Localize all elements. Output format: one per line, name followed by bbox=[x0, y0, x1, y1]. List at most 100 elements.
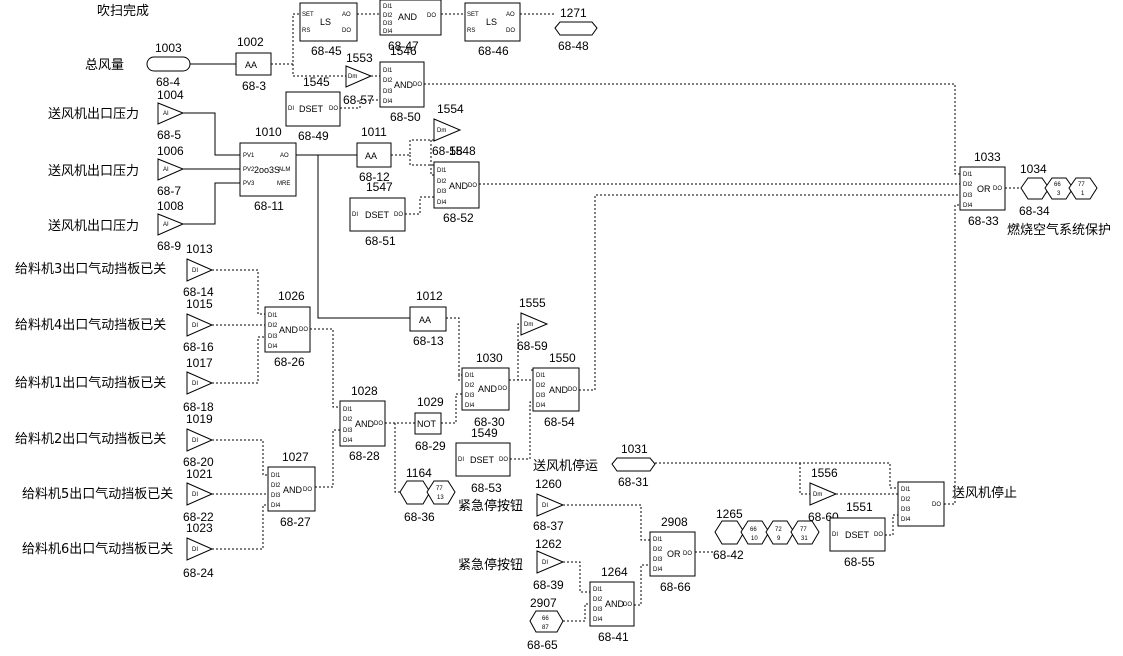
signal-feeder-5: 给料机5出口气动挡板已关 1021 DI 68-22 bbox=[22, 467, 214, 524]
svg-text:RS: RS bbox=[302, 28, 310, 34]
svg-text:ALM: ALM bbox=[278, 167, 290, 173]
svg-text:1265: 1265 bbox=[716, 507, 743, 521]
svg-text:Dm: Dm bbox=[348, 74, 357, 80]
svg-text:送风机停运: 送风机停运 bbox=[533, 458, 598, 474]
block-not-1029: 1029 NOT 68-29 bbox=[414, 395, 446, 453]
svg-text:AND: AND bbox=[394, 80, 414, 90]
svg-text:68-16: 68-16 bbox=[183, 340, 214, 354]
hex-1265: 1265 66 10 72 9 77 31 68-42 bbox=[713, 507, 820, 562]
svg-text:68-48: 68-48 bbox=[558, 39, 589, 53]
block-and-1027: 1027 DI1 DI2 DI3 DI4 AND DO 68-27 bbox=[267, 450, 316, 529]
signal-feeder-3: 给料机3出口气动挡板已关 1013 DI 68-14 bbox=[15, 242, 214, 299]
svg-text:DI3: DI3 bbox=[268, 334, 278, 340]
pill-input-shape bbox=[146, 56, 191, 72]
svg-text:DSET: DSET bbox=[845, 530, 870, 540]
svg-text:DI3: DI3 bbox=[383, 89, 393, 95]
svg-text:DI1: DI1 bbox=[536, 373, 546, 379]
hex-ref-1034-a2: 3 bbox=[1057, 191, 1061, 197]
svg-text:DI2: DI2 bbox=[465, 383, 475, 389]
hex-ref-1034-a1: 66 bbox=[1054, 182, 1061, 188]
svg-text:DSET: DSET bbox=[299, 104, 324, 114]
svg-text:DO: DO bbox=[993, 186, 1002, 192]
svg-text:68-46: 68-46 bbox=[478, 44, 509, 58]
block-dm-1553: 1553 Dm 68-57 bbox=[343, 51, 374, 107]
svg-text:DO: DO bbox=[623, 602, 632, 608]
svg-text:AND: AND bbox=[279, 325, 299, 335]
svg-text:68-29: 68-29 bbox=[415, 439, 446, 453]
svg-text:1011: 1011 bbox=[361, 125, 387, 139]
block-ls-68-46: SET RS AO DO LS 68-46 bbox=[464, 2, 521, 58]
svg-text:68-9: 68-9 bbox=[157, 239, 181, 253]
svg-text:2908: 2908 bbox=[661, 515, 688, 529]
block-and-1546: 1546 DI1 DI2 DI3 DI4 AND DO 68-50 bbox=[379, 44, 425, 124]
svg-text:2907: 2907 bbox=[530, 596, 557, 610]
svg-text:DI2: DI2 bbox=[963, 182, 973, 188]
svg-text:DI2: DI2 bbox=[536, 383, 546, 389]
svg-text:68-36: 68-36 bbox=[404, 510, 435, 524]
svg-text:1271: 1271 bbox=[560, 6, 587, 20]
svg-text:DSET: DSET bbox=[470, 455, 495, 465]
svg-text:DI: DI bbox=[832, 532, 838, 538]
svg-text:DI4: DI4 bbox=[383, 29, 393, 35]
svg-text:DI2: DI2 bbox=[383, 13, 393, 19]
svg-text:DI1: DI1 bbox=[593, 587, 603, 593]
svg-text:1034: 1034 bbox=[1020, 162, 1047, 176]
svg-text:AI: AI bbox=[163, 167, 169, 173]
top-note: 吹扫完成 bbox=[97, 4, 149, 19]
svg-text:DI4: DI4 bbox=[271, 503, 281, 509]
signal-fan-pressure-1: 送风机出口压力 1004 AI 68-5 bbox=[48, 88, 185, 142]
block-aa-1002: 1002 AA 68-3 bbox=[235, 35, 272, 93]
svg-text:PV1: PV1 bbox=[243, 153, 255, 159]
svg-text:68-26: 68-26 bbox=[274, 355, 305, 369]
svg-text:DO: DO bbox=[299, 327, 308, 333]
svg-text:68-53: 68-53 bbox=[471, 481, 502, 495]
hex-ref-1265-a1: 66 bbox=[750, 527, 757, 533]
svg-text:紧急停按钮: 紧急停按钮 bbox=[458, 498, 523, 514]
svg-text:AND: AND bbox=[605, 599, 625, 609]
svg-text:1553: 1553 bbox=[346, 51, 373, 65]
svg-text:送风机出口压力: 送风机出口压力 bbox=[48, 164, 139, 179]
svg-text:给料机4出口气动挡板已关: 给料机4出口气动挡板已关 bbox=[15, 317, 166, 333]
svg-text:68-47: 68-47 bbox=[388, 39, 419, 53]
signal-feeder-6: 给料机6出口气动挡板已关 1023 DI 68-24 bbox=[22, 521, 214, 580]
signal-fan-pressure-3: 送风机出口压力 1008 AI 68-9 bbox=[48, 199, 185, 253]
block-and-1552: DI1 DI2 DI3 DI4 DO 送风机停止 bbox=[897, 481, 1017, 527]
svg-text:送风机停止: 送风机停止 bbox=[952, 485, 1017, 501]
svg-text:68-58: 68-58 bbox=[432, 144, 463, 158]
svg-text:AO: AO bbox=[342, 12, 351, 18]
svg-text:DI1: DI1 bbox=[271, 473, 281, 479]
hex-ref-2907-a1: 66 bbox=[542, 616, 549, 622]
block-aa-1012: 1012 AA 68-13 bbox=[409, 289, 447, 348]
svg-text:68-5: 68-5 bbox=[157, 128, 181, 142]
svg-text:AA: AA bbox=[365, 151, 377, 161]
svg-text:1013: 1013 bbox=[186, 242, 213, 256]
block-dset-1547: 1547 DI DSET DO 68-51 bbox=[349, 180, 406, 248]
svg-text:1556: 1556 bbox=[811, 466, 838, 480]
hex-ref-1034-b2: 1 bbox=[1081, 191, 1085, 197]
hex-1034: 1034 66 3 77 1 68-34 bbox=[1019, 162, 1098, 218]
block-aa-1011: 1011 AA 68-12 bbox=[356, 125, 392, 184]
svg-text:DI3: DI3 bbox=[901, 507, 911, 513]
svg-text:68-12: 68-12 bbox=[359, 170, 390, 184]
svg-text:DI2: DI2 bbox=[343, 417, 353, 423]
block-and-1028: 1028 DI1 DI2 DI3 DI4 AND DO 68-28 bbox=[339, 384, 386, 463]
svg-text:DI1: DI1 bbox=[465, 373, 475, 379]
svg-text:DO: DO bbox=[303, 487, 312, 493]
block-dset-1545: 1545 DI DSET DO 68-49 bbox=[285, 75, 341, 143]
svg-text:给料机2出口气动挡板已关: 给料机2出口气动挡板已关 bbox=[15, 431, 166, 447]
hex-2907: 2907 66 87 68-65 bbox=[527, 596, 564, 652]
svg-text:AO: AO bbox=[280, 153, 289, 159]
svg-text:DI: DI bbox=[458, 457, 464, 463]
svg-text:DI: DI bbox=[192, 381, 198, 387]
svg-text:1262: 1262 bbox=[535, 537, 562, 551]
svg-text:LS: LS bbox=[486, 17, 497, 27]
svg-text:DI2: DI2 bbox=[271, 483, 281, 489]
hex-1164: 1164 77 13 68-36 bbox=[399, 466, 456, 524]
block-and-1026: 1026 DI1 DI2 DI3 DI4 AND DO 68-26 bbox=[264, 289, 311, 369]
svg-text:DI2: DI2 bbox=[901, 497, 911, 503]
svg-text:DI4: DI4 bbox=[653, 567, 663, 573]
svg-text:DI3: DI3 bbox=[536, 393, 546, 399]
svg-text:1164: 1164 bbox=[406, 466, 432, 480]
signal-fan-pressure-2: 送风机出口压力 1006 AI 68-7 bbox=[48, 144, 185, 198]
svg-text:68-51: 68-51 bbox=[365, 234, 396, 248]
